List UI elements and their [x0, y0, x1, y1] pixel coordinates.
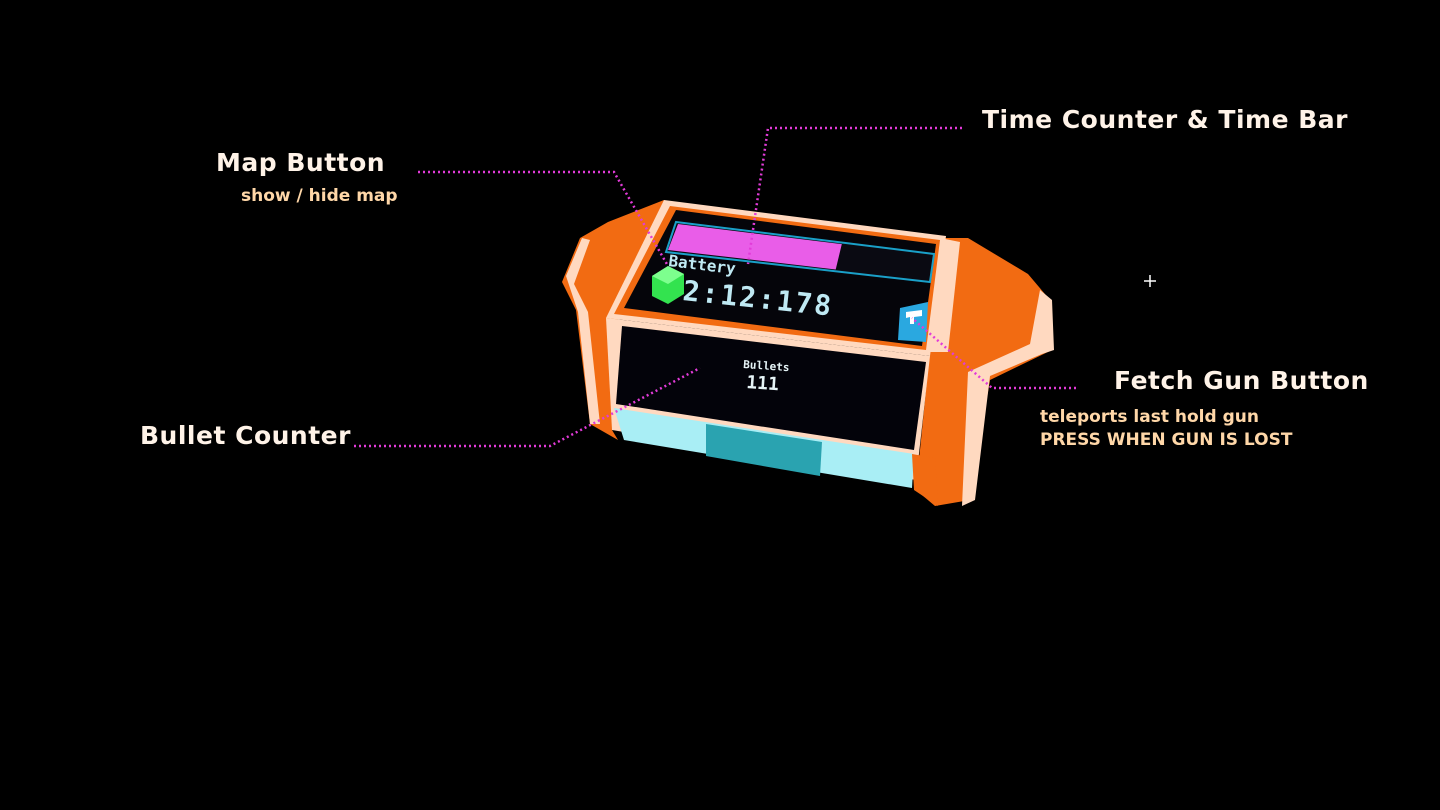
crosshair-icon [1144, 275, 1156, 287]
map-icon-highlight [652, 266, 684, 284]
device-right-wing-edge-lower [962, 290, 1054, 506]
bullet-counter-title: Bullet Counter [140, 421, 351, 450]
device-base-center [706, 424, 822, 476]
gun-glyph [906, 310, 922, 324]
battery-bar-fill [668, 224, 842, 270]
map-button-title: Map Button [216, 148, 386, 177]
battery-bar [664, 220, 936, 284]
device-left-wing-edge [566, 238, 600, 424]
device-bottom-right [912, 454, 938, 506]
leader-lines [354, 126, 1076, 448]
map-button[interactable] [652, 266, 684, 304]
bullet-panel [616, 326, 926, 450]
leader-map-button [418, 170, 670, 267]
map-button-subtitle: show / hide map [241, 186, 398, 206]
fetch-gun-title: Fetch Gun Button [1114, 366, 1369, 395]
wrist-device: Battery 2:12:178 Bullets 111 [562, 200, 1054, 506]
fetch-gun-button[interactable] [898, 302, 928, 342]
bullets-label: Bullets [743, 358, 790, 374]
time-counter-title: Time Counter & Time Bar [982, 105, 1348, 134]
fetch-gun-subtitle-1: teleports last hold gun [1040, 407, 1259, 427]
bullets-count: 111 [746, 372, 780, 395]
leader-bullet-counter [354, 366, 701, 448]
fetch-gun-subtitle-2: PRESS WHEN GUN IS LOST [1040, 430, 1293, 450]
leader-time-counter [746, 126, 962, 265]
